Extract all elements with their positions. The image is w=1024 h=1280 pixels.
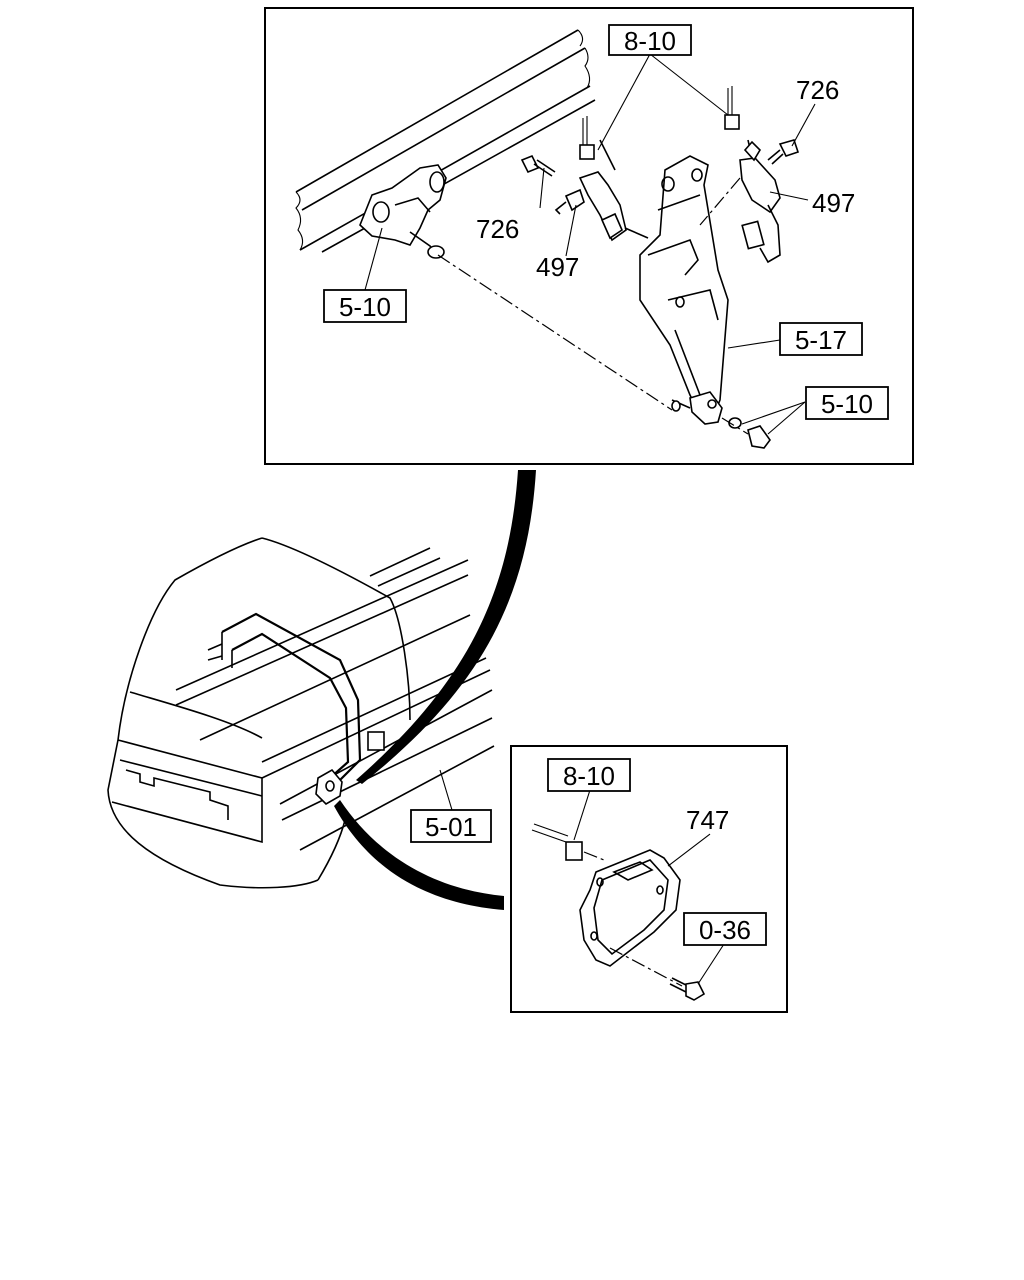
plug-right [724,86,740,130]
label-497-left: 497 [536,252,579,282]
detail-pointer-top [356,470,536,784]
vehicle-overview [107,537,495,889]
svg-text:5-01: 5-01 [425,812,477,842]
callout-5-01: 5-01 [410,769,492,843]
screw-497-left [554,188,585,215]
top-detail-panel: 8-10 726 726 497 497 5-10 5-17 5-10 [264,7,914,465]
svg-text:5-17: 5-17 [795,325,847,355]
rail-bracket [359,164,673,411]
plug-left [579,116,595,160]
svg-text:8-10: 8-10 [563,761,615,791]
leader-0-36 [697,943,725,985]
right-sensor-clip [699,139,781,264]
frame-rail [295,29,596,253]
bolt-726-left [520,154,556,177]
label-726-left: 726 [476,214,519,244]
svg-text:5-10: 5-10 [821,389,873,419]
callout-5-17: 5-17 [779,322,863,356]
svg-text:0-36: 0-36 [699,915,751,945]
callout-8-10-bottom: 8-10 [547,758,631,792]
callout-8-10-top: 8-10 [608,24,692,56]
washer-bolt [721,417,771,449]
leader-747 [667,833,711,867]
sensor-link-arm [639,155,729,425]
callout-0-36: 0-36 [683,912,767,946]
callout-5-10-left: 5-10 [323,289,407,323]
bottom-bolt [609,947,706,1001]
control-unit [579,849,681,967]
callout-5-10-right: 5-10 [805,386,889,420]
label-497-right: 497 [812,188,855,218]
bottom-plug [531,823,605,861]
center-connector [578,139,649,242]
leader-8-10-bottom [573,789,591,841]
top-leaders [364,53,816,435]
label-747: 747 [686,805,729,835]
svg-text:5-10: 5-10 [339,292,391,322]
label-726-right: 726 [796,75,839,105]
detail-pointer-bottom [334,800,504,910]
svg-text:8-10: 8-10 [624,26,676,56]
bottom-detail-panel: 8-10 747 0-36 [510,745,788,1013]
